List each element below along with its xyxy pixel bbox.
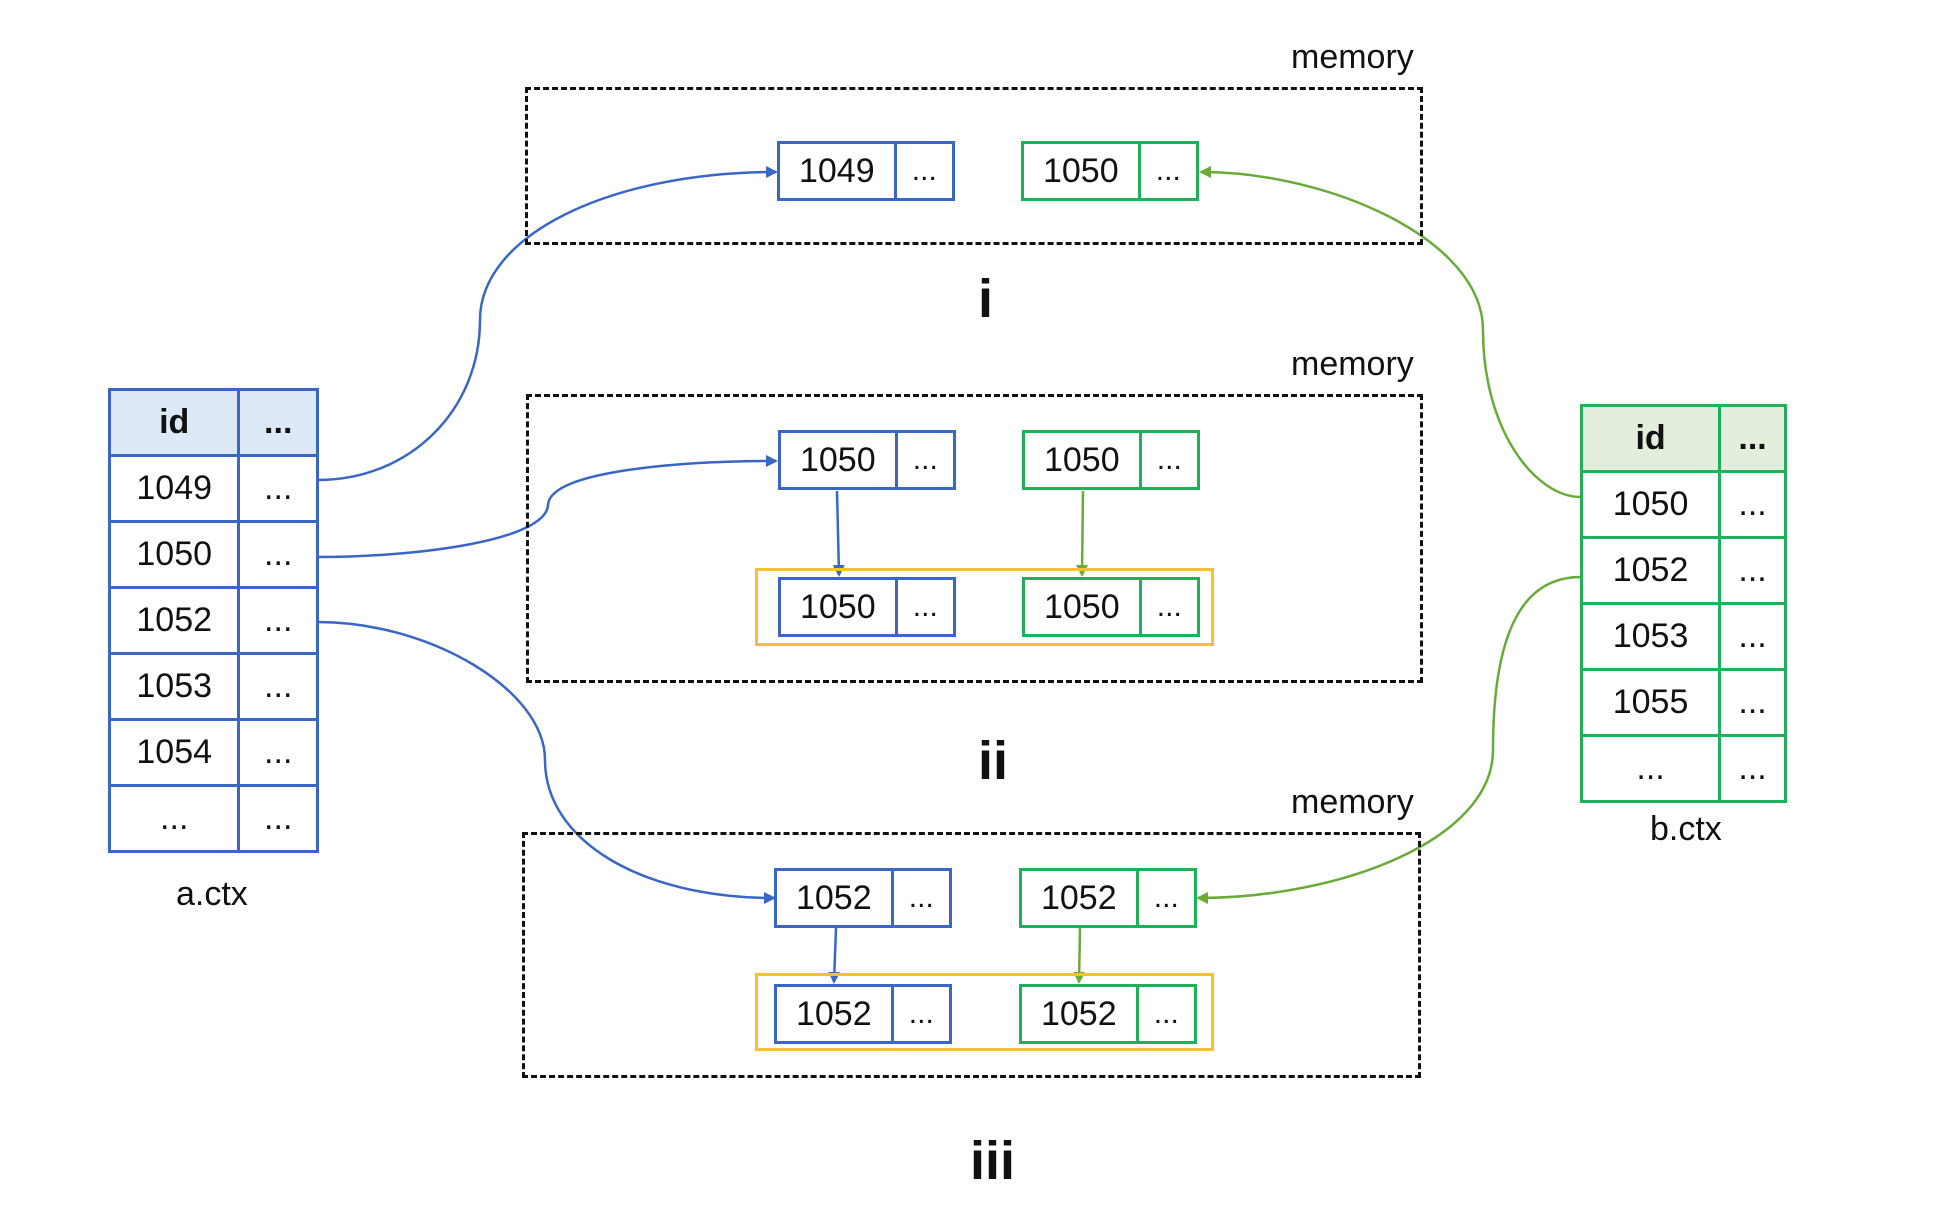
joined-box-iii	[755, 973, 1214, 1051]
a-ctx-id-cell: ...	[107, 784, 241, 853]
stage-label-i: i	[978, 269, 994, 329]
record-id: 1052	[777, 987, 894, 1041]
b-ctx-id-cell: ...	[1579, 734, 1722, 803]
a-ctx-dots-cell: ...	[237, 784, 319, 853]
b-ctx-id-cell: 1053	[1579, 602, 1722, 671]
record-id: 1050	[781, 433, 898, 487]
record-dots: ...	[908, 881, 934, 914]
joined-ii-right: 1050 ...	[1022, 577, 1200, 637]
a-ctx-id-cell: 1049	[107, 454, 241, 523]
memory-label-i: memory	[1291, 38, 1414, 76]
record-dots: ...	[1155, 154, 1181, 187]
a-ctx-dots-cell: ...	[237, 586, 319, 655]
record-ii-left: 1050 ...	[778, 430, 956, 490]
memory-label-ii: memory	[1291, 345, 1414, 383]
record-iii-right: 1052 ...	[1019, 868, 1197, 928]
arrow-ii-right-down	[1076, 490, 1089, 577]
a-ctx-header-id: id	[107, 388, 241, 457]
arrow-b-1050-to-stage-i	[1199, 166, 1582, 499]
record-dots: ...	[1156, 443, 1182, 476]
a-ctx-dots-cell: ...	[237, 652, 319, 721]
memory-box-ii	[526, 394, 1423, 683]
record-id: 1052	[1022, 987, 1139, 1041]
table-row: 1049...	[107, 454, 319, 523]
record-i-right: 1050 ...	[1021, 141, 1199, 201]
record-id: 1050	[1025, 433, 1142, 487]
joined-iii-left: 1052 ...	[774, 984, 952, 1044]
memory-label-iii: memory	[1291, 783, 1414, 821]
memory-box-i	[525, 87, 1423, 245]
arrow-ii-left-down	[832, 490, 845, 577]
b-ctx-id-cell: 1055	[1579, 668, 1722, 737]
b-ctx-table: id ... 1050... 1052... 1053... 1055... .…	[1579, 404, 1787, 803]
b-ctx-id-cell: 1052	[1579, 536, 1722, 605]
record-id: 1049	[780, 144, 897, 198]
b-ctx-dots-cell: ...	[1718, 536, 1787, 605]
a-ctx-id-cell: 1052	[107, 586, 241, 655]
b-ctx-header-row: id ...	[1579, 404, 1787, 473]
a-ctx-dots-cell: ...	[237, 520, 319, 589]
joined-iii-right: 1052 ...	[1019, 984, 1197, 1044]
a-ctx-caption: a.ctx	[176, 875, 248, 913]
arrow-b-1052-to-stage-iii	[1196, 575, 1582, 904]
table-row: 1053...	[1579, 602, 1787, 671]
table-row: ......	[107, 784, 319, 853]
b-ctx-dots-cell: ...	[1718, 602, 1787, 671]
record-id: 1052	[777, 871, 894, 925]
a-ctx-table: id ... 1049... 1050... 1052... 1053... 1…	[107, 388, 319, 853]
table-row: 1055...	[1579, 668, 1787, 737]
b-ctx-dots-cell: ...	[1718, 470, 1787, 539]
table-row: 1052...	[107, 586, 319, 655]
b-ctx-header-dots: ...	[1718, 404, 1787, 473]
table-row: 1052...	[1579, 536, 1787, 605]
b-ctx-caption: b.ctx	[1650, 810, 1722, 848]
memory-box-iii	[522, 832, 1421, 1078]
record-dots: ...	[1153, 997, 1179, 1030]
a-ctx-id-cell: 1054	[107, 718, 241, 787]
record-i-left: 1049 ...	[777, 141, 955, 201]
a-ctx-header-dots: ...	[237, 388, 319, 457]
record-dots: ...	[911, 154, 937, 187]
record-dots: ...	[908, 997, 934, 1030]
b-ctx-dots-cell: ...	[1718, 668, 1787, 737]
record-ii-right: 1050 ...	[1022, 430, 1200, 490]
joined-box-ii	[755, 568, 1214, 646]
a-ctx-dots-cell: ...	[237, 718, 319, 787]
record-dots: ...	[1153, 881, 1179, 914]
stage-label-iii: iii	[970, 1131, 1016, 1191]
record-id: 1050	[1024, 144, 1141, 198]
arrow-a-1049-to-stage-i	[317, 166, 778, 482]
b-ctx-id-cell: 1050	[1579, 470, 1722, 539]
b-ctx-dots-cell: ...	[1718, 734, 1787, 803]
arrow-a-1052-to-stage-iii	[317, 620, 776, 904]
record-iii-left: 1052 ...	[774, 868, 952, 928]
table-row: 1050...	[1579, 470, 1787, 539]
record-id: 1052	[1022, 871, 1139, 925]
a-ctx-header-row: id ...	[107, 388, 319, 457]
stage-label-ii: ii	[978, 731, 1009, 791]
record-dots: ...	[912, 443, 938, 476]
b-ctx-header-id: id	[1579, 404, 1722, 473]
table-row: ......	[1579, 734, 1787, 803]
arrow-a-1050-to-stage-ii	[317, 455, 778, 559]
table-row: 1050...	[107, 520, 319, 589]
a-ctx-dots-cell: ...	[237, 454, 319, 523]
record-dots: ...	[912, 590, 938, 623]
table-row: 1053...	[107, 652, 319, 721]
table-row: 1054...	[107, 718, 319, 787]
record-id: 1050	[1025, 580, 1142, 634]
joined-ii-left: 1050 ...	[778, 577, 956, 637]
a-ctx-id-cell: 1053	[107, 652, 241, 721]
a-ctx-id-cell: 1050	[107, 520, 241, 589]
record-dots: ...	[1156, 590, 1182, 623]
record-id: 1050	[781, 580, 898, 634]
